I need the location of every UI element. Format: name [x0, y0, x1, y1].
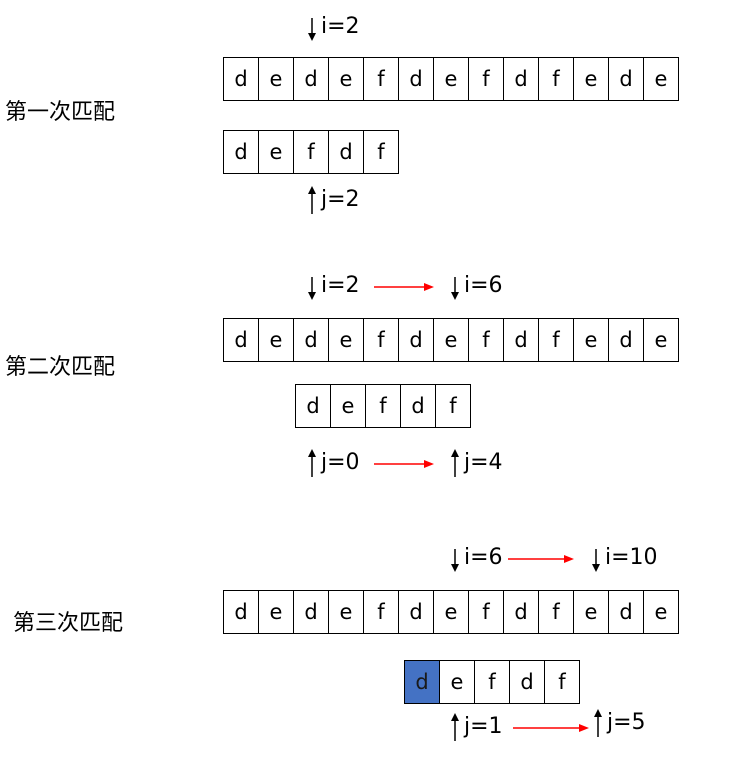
up-arrow-icon: [451, 449, 459, 477]
stage1-i-label: i=2: [321, 14, 360, 39]
stage2-j-label: j=0: [321, 450, 360, 475]
text-char: e: [433, 318, 469, 362]
stage2-j-transition-arrow-icon: [374, 460, 434, 468]
stage3-j-after-label: j=5: [607, 710, 646, 735]
pattern-char: d: [400, 384, 436, 428]
text-char: d: [608, 57, 644, 101]
up-arrow-icon: [594, 709, 602, 737]
text-char: e: [433, 57, 469, 101]
text-char: f: [538, 318, 574, 362]
pattern-char: d: [509, 660, 545, 704]
text-char: e: [258, 318, 294, 362]
highlighted-pattern-char: d: [404, 660, 440, 704]
down-arrow-icon: [308, 277, 316, 300]
text-char: d: [223, 318, 259, 362]
stage2-i-after: i=6: [450, 273, 503, 300]
stage3-label: 第三次匹配: [13, 611, 124, 636]
text-char: d: [503, 590, 539, 634]
text-char: e: [573, 318, 609, 362]
up-arrow-icon: [451, 713, 459, 741]
stage2-text-row: d e d e f d e f d f e d e: [223, 318, 679, 362]
text-char: e: [643, 57, 679, 101]
text-char: d: [608, 318, 644, 362]
pattern-char: f: [474, 660, 510, 704]
stage2-j-before: j=0: [307, 449, 360, 477]
stage2-label: 第二次匹配: [5, 355, 116, 380]
stage1-label: 第一次匹配: [5, 100, 116, 125]
pattern-char: f: [293, 130, 329, 174]
stage1-text-row: d e d e f d e f d f e d e: [223, 57, 679, 101]
text-char: f: [363, 57, 399, 101]
down-arrow-icon: [451, 277, 459, 300]
stage3-j-after: j=5: [593, 709, 646, 737]
stage2-j-after: j=4: [450, 449, 503, 477]
text-char: e: [258, 57, 294, 101]
stage3-i-before: i=6: [450, 545, 503, 572]
pattern-char: e: [258, 130, 294, 174]
text-char: e: [643, 590, 679, 634]
stage1-j-before: j=2: [307, 186, 360, 214]
text-char: e: [328, 318, 364, 362]
text-char: d: [608, 590, 644, 634]
text-char: e: [328, 590, 364, 634]
text-char: f: [468, 57, 504, 101]
pattern-char: f: [544, 660, 580, 704]
text-char: e: [433, 590, 469, 634]
text-char: f: [363, 318, 399, 362]
text-char: e: [258, 590, 294, 634]
stage3-i-transition-arrow-icon: [508, 555, 574, 563]
text-char: e: [573, 590, 609, 634]
text-char: d: [293, 590, 329, 634]
stage1-j-label: j=2: [321, 187, 360, 212]
text-char: f: [538, 590, 574, 634]
stage3-j-label: j=1: [464, 714, 503, 739]
stage3-text-row: d e d e f d e f d f e d e: [223, 590, 679, 634]
stage3-i-after-label: i=10: [605, 545, 658, 570]
stage3-i-label: i=6: [464, 545, 503, 570]
stage3-i-after: i=10: [591, 545, 658, 572]
text-char: e: [643, 318, 679, 362]
text-char: e: [328, 57, 364, 101]
pattern-char: e: [439, 660, 475, 704]
text-char: f: [468, 318, 504, 362]
stage2-pattern-row: d e f d f: [295, 384, 471, 428]
stage3-j-transition-arrow-icon: [513, 724, 589, 732]
text-char: d: [503, 318, 539, 362]
stage2-j-after-label: j=4: [464, 450, 503, 475]
stage2-i-transition-arrow-icon: [374, 283, 434, 291]
text-char: d: [293, 57, 329, 101]
pattern-char: f: [363, 130, 399, 174]
pattern-char: d: [328, 130, 364, 174]
stage3-j-before: j=1: [450, 713, 503, 741]
text-char: d: [223, 57, 259, 101]
up-arrow-icon: [308, 449, 316, 477]
text-char: d: [398, 57, 434, 101]
stage1-pattern-row: d e f d f: [223, 130, 399, 174]
text-char: e: [573, 57, 609, 101]
pattern-char: d: [223, 130, 259, 174]
pattern-char: f: [435, 384, 471, 428]
text-char: d: [398, 318, 434, 362]
up-arrow-icon: [308, 186, 316, 214]
text-char: f: [538, 57, 574, 101]
text-char: f: [468, 590, 504, 634]
down-arrow-icon: [592, 549, 600, 572]
pattern-char: e: [330, 384, 366, 428]
text-char: d: [503, 57, 539, 101]
text-char: f: [363, 590, 399, 634]
pattern-char: d: [295, 384, 331, 428]
text-char: d: [398, 590, 434, 634]
text-char: d: [223, 590, 259, 634]
stage1-i-before: i=2: [307, 14, 360, 41]
stage3-pattern-row: d e f d f: [404, 660, 580, 704]
down-arrow-icon: [451, 549, 459, 572]
text-char: d: [293, 318, 329, 362]
pattern-char: f: [365, 384, 401, 428]
stage2-i-after-label: i=6: [464, 273, 503, 298]
stage2-i-label: i=2: [321, 273, 360, 298]
stage2-i-before: i=2: [307, 273, 360, 300]
down-arrow-icon: [308, 18, 316, 41]
